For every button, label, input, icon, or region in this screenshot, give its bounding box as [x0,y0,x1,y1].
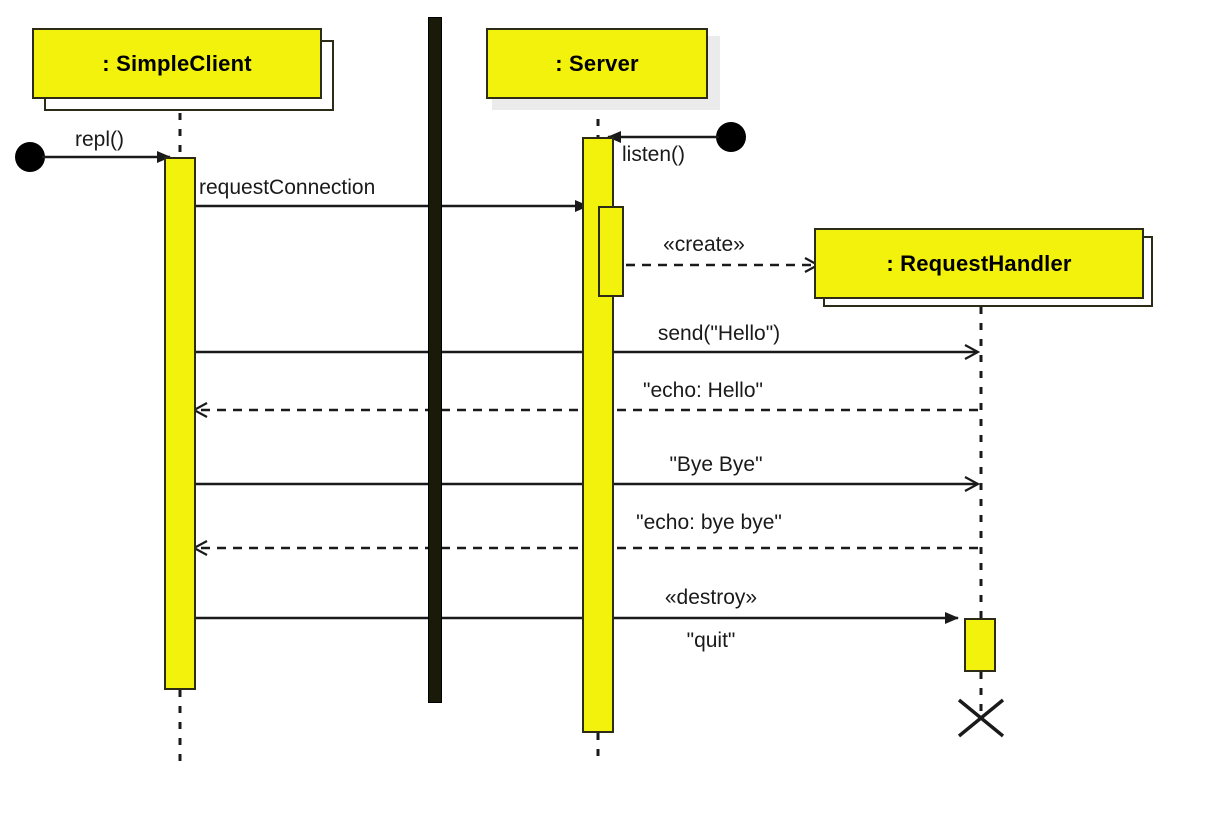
participant-box-server[interactable]: : Server [486,28,708,99]
participant-label-simpleclient: : SimpleClient [102,50,252,76]
activation-requesthandler-destroy [964,618,996,672]
activation-simpleclient [164,157,196,690]
found-message-dot-listen [716,122,746,152]
message-label-repl: repl() [75,128,125,151]
participant-label-requesthandler: : RequestHandler [886,250,1072,276]
message-label-echo-hello: "echo: Hello" [643,379,763,402]
destruction-marker-x [957,698,1005,738]
message-label-bye-bye: "Bye Bye" [669,453,763,476]
message-label-destroy: «destroy» [664,586,758,609]
participant-box-requesthandler[interactable]: : RequestHandler [814,228,1144,299]
message-label-echo-bye-bye: "echo: bye bye" [636,511,782,534]
blocking-bar [428,17,442,703]
message-label-listen: listen() [622,143,686,166]
message-label-requestconnection: requestConnection [199,176,376,199]
message-label-quit: "quit" [686,629,736,652]
found-message-dot-repl [15,142,45,172]
participant-box-simpleclient[interactable]: : SimpleClient [32,28,322,99]
message-label-create: «create» [663,233,745,256]
activation-server-nested [598,206,624,297]
message-label-send-hello: send("Hello") [657,322,781,345]
participant-label-server: : Server [555,50,639,76]
